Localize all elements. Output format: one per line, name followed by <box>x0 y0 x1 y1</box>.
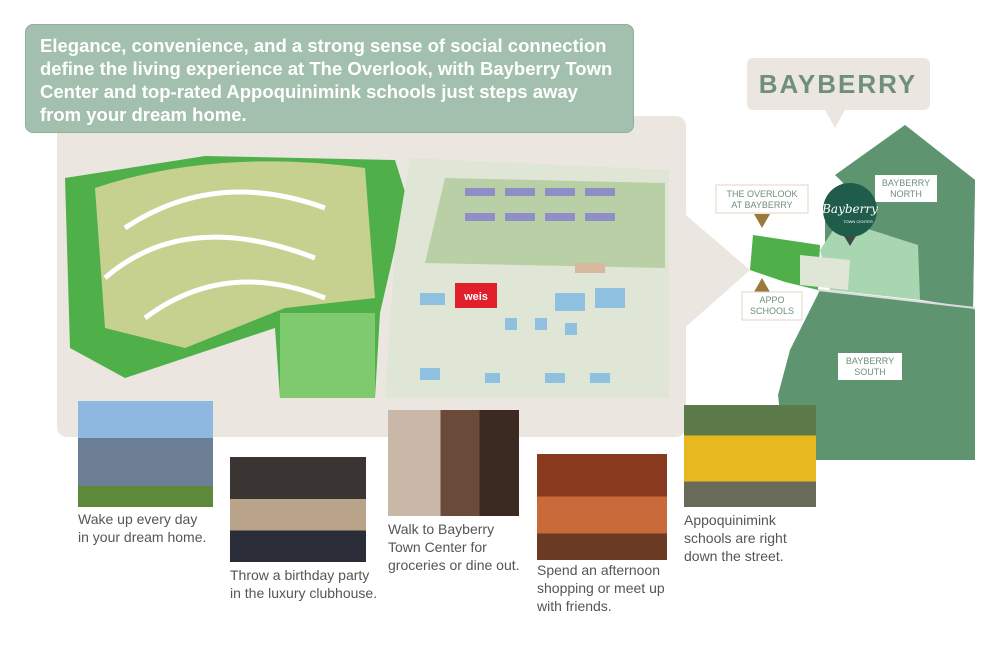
headline-banner: Elegance, convenience, and a strong sens… <box>25 24 634 133</box>
schools-pointer-icon <box>754 278 770 292</box>
photo-dream-home <box>78 401 213 507</box>
weis-sign-text: weis <box>463 291 488 303</box>
weis-store-sign <box>455 283 497 308</box>
caption-friends: Spend an afternoon shopping or meet up w… <box>537 562 665 614</box>
site-plan-map: weis <box>65 156 669 398</box>
caption-clubhouse: Throw a birthday party in the luxury clu… <box>230 567 378 601</box>
town-center-logo-text: Bayberry <box>821 202 878 216</box>
caption-town-center: Walk to Bayberry Town Center for groceri… <box>388 521 520 573</box>
callout-arrow <box>680 210 750 332</box>
photo-clubhouse <box>230 457 366 562</box>
photo-town-center <box>388 410 519 516</box>
bayberry-title: BAYBERRY <box>759 69 918 99</box>
photo-friends <box>537 454 667 560</box>
photo-school-bus <box>684 405 816 507</box>
caption-schools: Appoquinimink schools are right down the… <box>684 512 787 564</box>
town-center-sub-text: TOWN CENTER <box>843 219 873 224</box>
town-center-pin-icon <box>823 183 877 237</box>
overlook-pointer-icon <box>754 214 770 228</box>
caption-dream-home: Wake up every day in your dream home. <box>78 511 207 545</box>
